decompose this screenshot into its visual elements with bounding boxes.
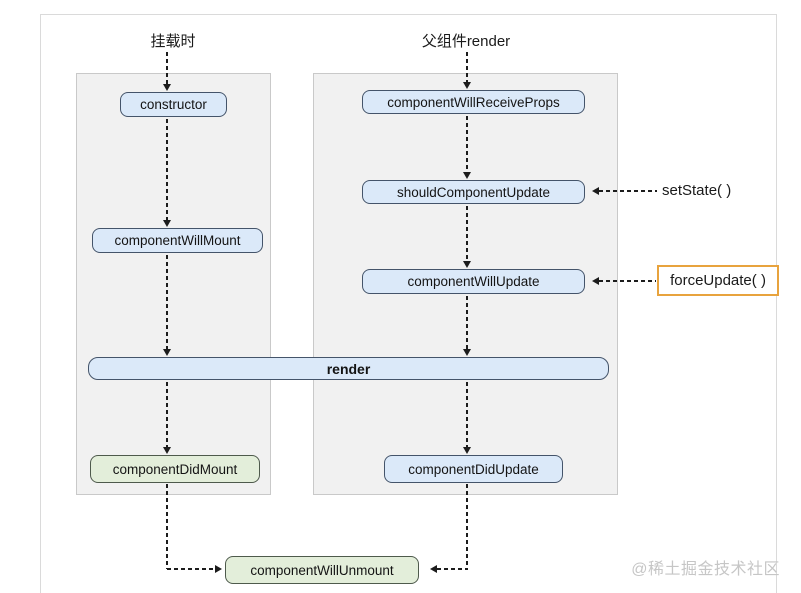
node-constructor: constructor [120,92,227,117]
node-component-did-update: componentDidUpdate [384,455,563,483]
mount-phase-panel [76,73,271,495]
node-should-component-update: shouldComponentUpdate [362,180,585,204]
node-component-did-mount: componentDidMount [90,455,260,483]
node-component-will-mount: componentWillMount [92,228,263,253]
update-column-header: 父组件render [421,33,511,50]
forceupdate-label: forceUpdate( ) [657,265,779,296]
node-component-will-unmount: componentWillUnmount [225,556,419,584]
node-component-will-update: componentWillUpdate [362,269,585,294]
mount-column-header: 挂载时 [150,33,196,50]
setstate-label: setState( ) [662,182,732,199]
node-component-will-receive-props: componentWillReceiveProps [362,90,585,114]
watermark: @稀土掘金技术社区 [631,561,780,578]
node-render: render [88,357,609,380]
